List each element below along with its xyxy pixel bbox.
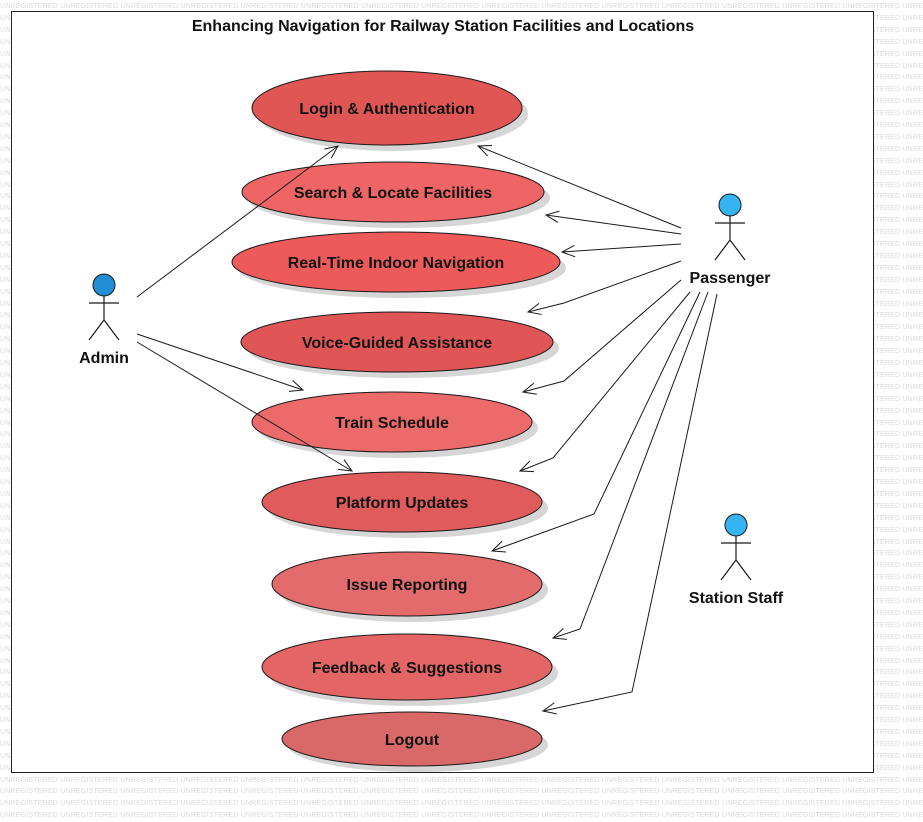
association-passenger-logout <box>541 293 718 715</box>
use-case-label: Platform Updates <box>336 495 469 512</box>
association-line <box>136 341 353 472</box>
association-admin-login <box>136 145 339 298</box>
association-line <box>561 243 682 253</box>
use-case-ellipse <box>251 70 523 146</box>
association-line <box>136 333 304 391</box>
association-line <box>477 145 682 229</box>
use-case-label: Logout <box>385 732 440 749</box>
use-case-voice: Voice-Guided Assistance <box>240 311 554 373</box>
actor-body <box>714 216 746 261</box>
association-line <box>136 145 339 298</box>
use-case-label: Real-Time Indoor Navigation <box>288 255 505 272</box>
association-passenger-login <box>476 144 682 229</box>
actor-body <box>720 536 752 581</box>
association-passenger-schedule <box>521 279 682 395</box>
use-case-label: Feedback & Suggestions <box>312 660 502 677</box>
use-case-ellipse <box>251 391 533 453</box>
use-case-ellipse <box>261 471 543 533</box>
arrowhead <box>490 540 506 553</box>
actor-label: Admin <box>79 350 129 367</box>
use-case-navigation: Real-Time Indoor Navigation <box>231 231 561 293</box>
use-case-ellipse <box>241 161 545 223</box>
arrowhead <box>476 144 493 157</box>
actor-station-staff: Station Staff <box>689 513 784 607</box>
use-case-label: Voice-Guided Assistance <box>302 335 492 352</box>
use-case-platform: Platform Updates <box>261 471 543 533</box>
arrowhead <box>551 628 567 640</box>
use-case-ellipse <box>261 633 553 701</box>
use-case-ellipse <box>231 231 561 293</box>
use-case-schedule: Train Schedule <box>251 391 533 453</box>
use-case-issue: Issue Reporting <box>271 551 543 617</box>
use-case-label: Login & Authentication <box>299 101 474 118</box>
association-line <box>545 214 682 235</box>
actor-label: Station Staff <box>689 590 784 607</box>
actor-admin: Admin <box>79 273 129 367</box>
association-passenger-issue <box>490 291 701 553</box>
actor-head <box>724 513 748 537</box>
actor-label: Passenger <box>690 270 771 287</box>
arrowhead <box>526 302 542 315</box>
use-case-label: Search & Locate Facilities <box>294 185 492 202</box>
association-line <box>542 293 718 712</box>
diagram-title: Enhancing Navigation for Railway Station… <box>191 18 695 35</box>
arrowhead <box>338 459 354 472</box>
association-admin-schedule <box>136 333 305 392</box>
use-case-logout: Logout <box>281 711 543 767</box>
arrowhead <box>289 380 305 392</box>
use-case-label: Train Schedule <box>335 415 449 432</box>
association-line <box>491 291 701 552</box>
association-passenger-navigation <box>560 243 682 258</box>
actor-body <box>88 296 120 341</box>
association-passenger-feedback <box>551 291 709 640</box>
association-admin-platform <box>136 341 354 472</box>
use-case-feedback: Feedback & Suggestions <box>261 633 553 701</box>
association-passenger-platform <box>518 291 691 473</box>
association-line <box>552 291 709 639</box>
arrowhead <box>541 702 557 715</box>
arrowhead <box>544 210 560 223</box>
use-case-ellipse <box>240 311 554 373</box>
association-line <box>522 279 682 393</box>
use-case-ellipse <box>281 711 543 767</box>
arrowhead <box>560 245 576 258</box>
association-line <box>519 291 691 472</box>
use-case-login: Login & Authentication <box>251 70 523 146</box>
actor-passenger: Passenger <box>690 193 771 287</box>
use-case-ellipse <box>271 551 543 617</box>
association-passenger-search <box>544 210 682 235</box>
association-passenger-voice <box>526 260 682 315</box>
actor-head <box>92 273 116 297</box>
arrowhead <box>324 145 339 159</box>
association-line <box>527 260 682 313</box>
actor-head <box>718 193 742 217</box>
use-case-label: Issue Reporting <box>347 577 468 594</box>
arrowhead <box>521 382 537 395</box>
use-case-search: Search & Locate Facilities <box>241 161 545 223</box>
arrowhead <box>518 460 535 473</box>
